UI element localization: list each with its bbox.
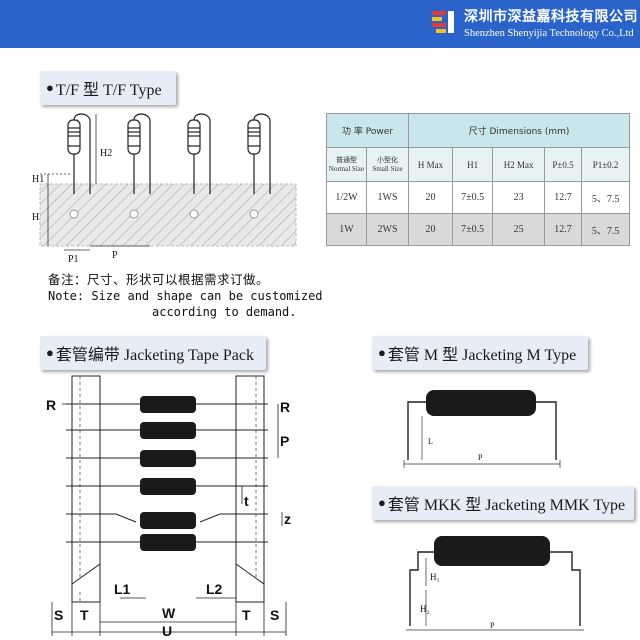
normal-size-header: 普通型 Normal Size xyxy=(326,147,367,182)
tape-pack-diagram: R R P t z L1 L2 S T W T S U xyxy=(46,375,291,639)
tape-label-p: P xyxy=(280,433,289,449)
company-name-en: Shenzhen Shenyijia Technology Co.,Ltd xyxy=(464,28,634,39)
tape-label-t-right: T xyxy=(242,607,251,623)
header-bar: 深圳市深益嘉科技有限公司 Shenzhen Shenyijia Technolo… xyxy=(0,0,640,48)
dimensions-header: 尺寸 Dimensions (mm) xyxy=(408,113,630,148)
mkk-label-h2: H₂ xyxy=(420,604,430,614)
m-type-diagram: L P xyxy=(403,390,561,468)
tape-label-s-right: S xyxy=(270,607,279,623)
company-name: 深圳市深益嘉科技有限公司 Shenzhen Shenyijia Technolo… xyxy=(464,6,638,39)
mkk-type-title-text: 套管 MKK 型 Jacketing MMK Type xyxy=(387,497,626,514)
dimensions-table: 功 率 Power 尺寸 Dimensions (mm) 普通型 Normal … xyxy=(326,113,630,246)
tape-label-r-right: R xyxy=(280,399,290,415)
tape-label-w: W xyxy=(162,605,176,621)
table-row: 1/2W 1WS 20 7±0.5 23 12.7 5、7.5 xyxy=(326,181,630,214)
company-logo-icon xyxy=(432,11,454,33)
m-label-l: L xyxy=(428,437,433,446)
tf-type-diagram: H2 H1 H P1 P xyxy=(32,113,297,265)
m-type-title: ● 套管 M 型 Jacketing M Type xyxy=(372,336,588,370)
tape-label-z: z xyxy=(284,511,291,527)
power-header: 功 率 Power xyxy=(326,113,409,148)
col-p: P±0.5 xyxy=(543,147,583,182)
col-h2-max: H2 Max xyxy=(492,147,545,182)
tape-label-l1: L1 xyxy=(114,581,131,597)
m-type-title-text: 套管 M 型 Jacketing M Type xyxy=(387,347,577,364)
table-row: 1W 2WS 20 7±0.5 25 12.7 5、7.5 xyxy=(326,213,630,246)
mkk-type-title: ● 套管 MKK 型 Jacketing MMK Type xyxy=(372,486,634,520)
col-h-max: H Max xyxy=(407,147,454,182)
bullet-icon: ● xyxy=(46,345,54,360)
tape-pack-title-text: 套管编带 Jacketing Tape Pack xyxy=(55,347,254,364)
small-size-header: 小型化 Small Size xyxy=(366,147,409,182)
tape-label-u: U xyxy=(162,623,172,639)
tf-label-p1: P1 xyxy=(68,254,79,265)
tf-label-p: P xyxy=(112,250,118,261)
tape-pack-title: ● 套管编带 Jacketing Tape Pack xyxy=(40,336,266,370)
customization-note: 备注：尺寸、形状可以根据需求订做。 Note: Size and shape c… xyxy=(48,272,323,320)
col-p1: P1±0.2 xyxy=(581,147,630,182)
tf-label-h2: H2 xyxy=(100,148,112,159)
m-label-p: P xyxy=(478,453,483,462)
bullet-icon: ● xyxy=(46,80,54,95)
note-cn: 备注：尺寸、形状可以根据需求订做。 xyxy=(48,272,270,287)
note-en-line2: according to demand. xyxy=(152,305,297,319)
tape-label-s-left: S xyxy=(54,607,63,623)
tf-label-h: H xyxy=(32,212,39,223)
col-h1: H1 xyxy=(452,147,494,182)
mkk-label-p: P xyxy=(490,621,495,630)
bullet-icon: ● xyxy=(378,495,386,510)
tape-label-t-small: t xyxy=(244,493,249,509)
mkk-type-diagram: H₁ H₂ P xyxy=(406,536,584,631)
bullet-icon: ● xyxy=(378,345,386,360)
tf-type-title-text: T/F 型 T/F Type xyxy=(55,82,162,99)
tape-label-r-left: R xyxy=(46,397,56,413)
tape-label-t-left: T xyxy=(80,607,89,623)
tape-label-l2: L2 xyxy=(206,581,223,597)
mkk-label-h1: H₁ xyxy=(430,572,440,582)
note-en-line1: Note: Size and shape can be customized xyxy=(48,289,323,303)
company-name-cn: 深圳市深益嘉科技有限公司 xyxy=(464,9,638,25)
tf-type-title: ● T/F 型 T/F Type xyxy=(40,71,176,105)
tf-label-h1: H1 xyxy=(32,174,44,185)
